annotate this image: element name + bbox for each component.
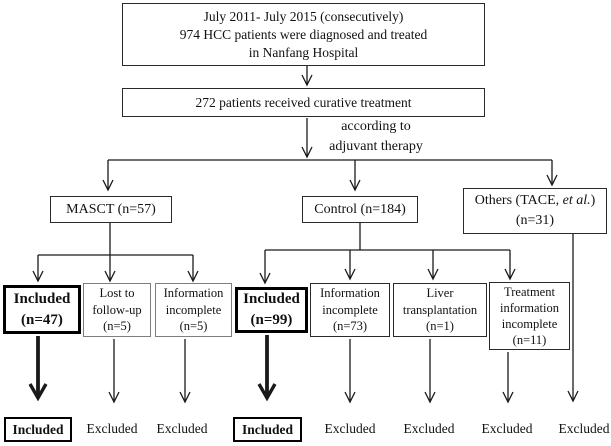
control-included-box: Included (n=99) [235, 287, 308, 333]
others-line1: Others (TACE, et al.) [475, 191, 596, 211]
masct-subbranch [32, 223, 199, 283]
lost-followup-box: Lost to follow-up (n=5) [83, 283, 151, 337]
final-included-control-box: Included [233, 417, 302, 442]
final-excluded-label: Excluded [324, 421, 376, 436]
final-excluded-label: Excluded [156, 421, 208, 436]
final-excluded-label: Excluded [403, 421, 455, 436]
control-subbranch [259, 223, 516, 285]
branch-annotation: according to adjuvant therapy [329, 119, 423, 154]
final-thin-arrows [108, 339, 514, 404]
masct-info-incomplete-box: Information incomplete (n=5) [155, 283, 232, 337]
final-excluded-label: Excluded [481, 421, 533, 436]
curative-treatment-box: 272 patients received curative treatment [122, 88, 485, 117]
source-population-box: July 2011- July 2015 (consecutively) 974… [122, 3, 485, 66]
others-suffix: ) [590, 193, 596, 208]
control-arm-box: Control (n=184) [302, 196, 418, 223]
control-info-incomplete-box: Information incomplete (n=73) [310, 283, 390, 337]
liver-transplantation-box: Liver transplantation (n=1) [393, 283, 487, 337]
final-excluded-label: Excluded [558, 421, 610, 436]
others-prefix: Others (TACE, [474, 193, 563, 208]
others-arm-box: Others (TACE, et al.) (n=31) [463, 188, 607, 234]
arm-branch [102, 159, 558, 192]
treatment-info-incomplete-box: Treatment information incomplete (n=11) [489, 282, 570, 350]
masct-arm-box: MASCT (n=57) [50, 196, 172, 223]
masct-included-box: Included (n=47) [3, 285, 81, 334]
others-etal: et al. [562, 193, 591, 208]
final-excluded-label: Excluded [86, 421, 138, 436]
final-included-masct-box: Included [4, 417, 72, 442]
final-thick-arrows [28, 335, 277, 402]
others-line2: (n=31) [515, 213, 555, 228]
